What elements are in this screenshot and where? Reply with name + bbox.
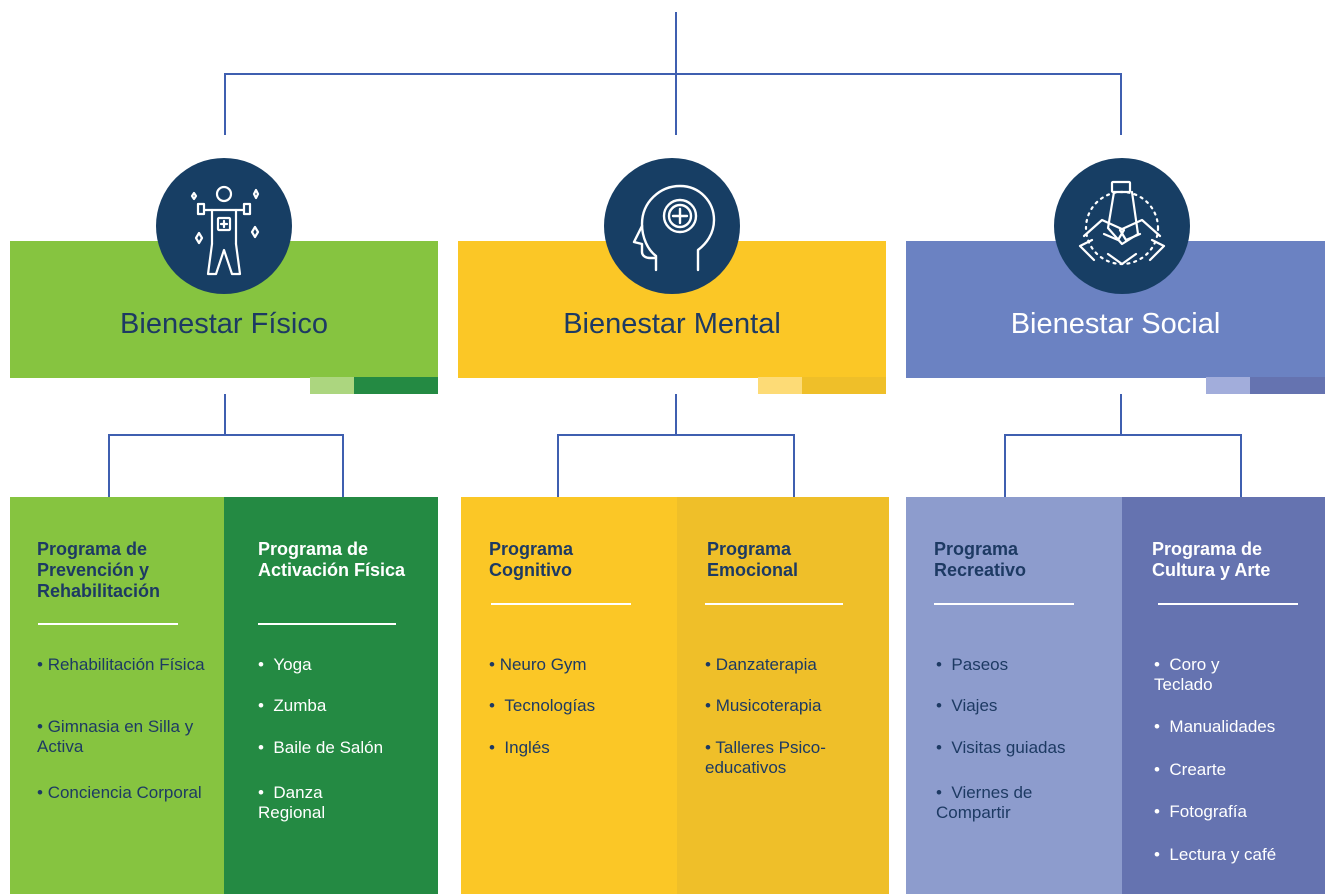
title-underline	[705, 603, 843, 605]
pillar-stripe-light	[758, 377, 802, 394]
program-column: Programa Cognitivo • Neuro Gym • Tecnolo…	[461, 497, 677, 894]
pillar-header-mental: Bienestar Mental	[458, 241, 886, 378]
connector-social-split	[1004, 434, 1242, 436]
pillar-stripe-light	[1206, 377, 1250, 394]
fitness-person-icon	[156, 158, 292, 294]
program-title: Programa Emocional	[707, 539, 799, 580]
list-item: • Viernes de Compartir	[936, 783, 1033, 822]
connector-mental-left	[557, 434, 559, 497]
program-title: Programa de Activación Física	[258, 539, 406, 580]
connector-mental-split	[557, 434, 795, 436]
pillar-stripe-dark	[354, 377, 438, 394]
pillar-title-fisico: Bienestar Físico	[120, 308, 328, 340]
pillar-title-mental: Bienestar Mental	[563, 308, 781, 340]
list-item: • Neuro Gym	[489, 655, 587, 674]
program-title: Programa de Cultura y Arte	[1152, 539, 1271, 580]
list-item: • Rehabilitación Física	[37, 655, 205, 674]
title-underline	[258, 623, 396, 625]
list-item: • Gimnasia en Silla y Activa	[37, 717, 194, 756]
list-item: • Fotografía	[1154, 802, 1247, 821]
list-item: • Danza Regional	[258, 783, 326, 822]
title-underline	[1158, 603, 1298, 605]
list-item: • Crearte	[1154, 760, 1227, 779]
program-title: Programa Cognitivo	[489, 539, 574, 580]
program-column: Programa de Prevención y Rehabilitación …	[10, 497, 224, 894]
pillar-stripe-dark	[802, 377, 886, 394]
list-item: • Coro y Teclado	[1154, 655, 1220, 694]
connector-mental-right	[793, 434, 795, 497]
connector-fisico-drop	[224, 73, 226, 135]
program-title: Programa Recreativo	[934, 539, 1027, 580]
program-column: Programa Emocional • Danzaterapia • Musi…	[677, 497, 889, 894]
program-column: Programa de Activación Física • Yoga • Z…	[224, 497, 438, 894]
list-item: • Tecnologías	[489, 696, 596, 715]
list-item: • Baile de Salón	[258, 738, 384, 757]
list-item: • Manualidades	[1154, 717, 1276, 736]
pillar-stripe-dark	[1250, 377, 1325, 394]
program-title: Programa de Prevención y Rehabilitación	[37, 539, 161, 601]
connector-top-horizontal	[224, 73, 1122, 75]
pillar-header-fisico: Bienestar Físico	[10, 241, 438, 378]
connector-social-right	[1240, 434, 1242, 497]
list-item: • Inglés	[489, 738, 550, 757]
pillar-stripe-light	[310, 377, 354, 394]
hands-together-icon	[1054, 158, 1190, 294]
connector-fisico-down	[224, 394, 226, 434]
connector-mental-down	[675, 394, 677, 434]
list-item: • Paseos	[936, 655, 1009, 674]
list-item: • Musicoterapia	[705, 696, 822, 715]
pillar-title-social: Bienestar Social	[1010, 308, 1221, 340]
list-item: • Yoga	[258, 655, 312, 674]
list-item: • Visitas guiadas	[936, 738, 1066, 757]
list-item: • Viajes	[936, 696, 998, 715]
connector-social-left	[1004, 434, 1006, 497]
title-underline	[491, 603, 631, 605]
program-column: Programa de Cultura y Arte • Coro y Tecl…	[1122, 497, 1325, 894]
list-item: • Danzaterapia	[705, 655, 817, 674]
connector-fisico-split	[108, 434, 344, 436]
connector-fisico-right	[342, 434, 344, 497]
program-column: Programa Recreativo • Paseos • Viajes • …	[906, 497, 1122, 894]
list-item: • Conciencia Corporal	[37, 783, 202, 802]
connector-social-down	[1120, 394, 1122, 434]
title-underline	[934, 603, 1074, 605]
connector-social-drop	[1120, 73, 1122, 135]
connector-fisico-left	[108, 434, 110, 497]
head-plus-icon	[604, 158, 740, 294]
list-item: • Talleres Psico-educativos	[705, 738, 826, 777]
title-underline	[38, 623, 178, 625]
list-item: • Lectura y café	[1154, 845, 1277, 864]
list-item: • Zumba	[258, 696, 327, 715]
